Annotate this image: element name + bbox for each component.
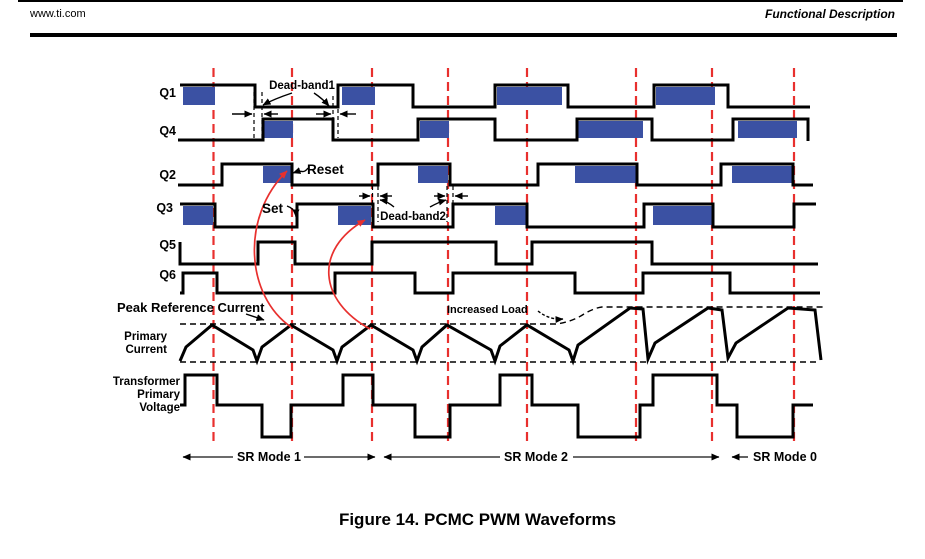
q1-waveform xyxy=(180,83,810,109)
conduction-interval-fill xyxy=(338,206,371,225)
peak-ref-pointer xyxy=(245,313,265,321)
reset-trace xyxy=(253,170,292,328)
primary-label-line2: Current xyxy=(125,344,167,356)
conduction-interval-fill xyxy=(732,166,792,183)
q5-waveform xyxy=(178,240,818,266)
figure-caption: Figure 14. PCMC PWM Waveforms xyxy=(338,510,617,529)
waves-layer xyxy=(178,83,823,439)
set-label: Set xyxy=(262,201,284,216)
transformer-voltage-waveform xyxy=(180,373,813,439)
grid-layer xyxy=(212,68,796,442)
conduction-interval-fill xyxy=(738,121,797,138)
sr-mode0-label: SR Mode 0 xyxy=(753,450,817,464)
page-top-rule xyxy=(18,0,903,2)
increased-load-label: Increased Load xyxy=(447,304,528,316)
conduction-interval-fill xyxy=(495,206,527,225)
conduction-interval-fill xyxy=(342,87,375,105)
deadband1-label: Dead-band1 xyxy=(269,80,335,92)
conduction-interval-fill xyxy=(263,121,293,138)
deadband1-connector-right xyxy=(313,92,330,107)
deadband2-connector-right xyxy=(429,198,447,208)
xfmr-label-line2: Primary xyxy=(137,389,180,401)
conduction-interval-fill xyxy=(497,87,562,105)
conduction-interval-fill xyxy=(577,121,643,138)
set-trace xyxy=(328,219,371,330)
q4-label: Q4 xyxy=(159,124,176,138)
deadband1-connector-left xyxy=(262,92,293,106)
conduction-interval-fill xyxy=(183,87,215,105)
conduction-interval-fill xyxy=(418,166,448,183)
conduction-interval-fill xyxy=(575,166,637,183)
primary-current-waveform xyxy=(178,306,823,366)
conduction-interval-fill xyxy=(263,166,292,183)
set-pointer xyxy=(286,205,300,218)
q6-waveform xyxy=(180,271,820,295)
conduction-interval-fill xyxy=(653,206,712,225)
fills-layer xyxy=(183,87,797,225)
increased-load-pointer xyxy=(537,310,564,324)
deadband2-connector-left xyxy=(379,197,395,208)
q6-label: Q6 xyxy=(159,268,176,282)
section-title: Functional Description xyxy=(764,7,895,21)
sr-mode1-label: SR Mode 1 xyxy=(237,450,301,464)
xfmr-label-line3: Voltage xyxy=(139,402,180,414)
q3-waveform xyxy=(180,202,816,229)
q4-waveform xyxy=(178,117,810,142)
conduction-interval-fill xyxy=(183,206,213,225)
q2-label: Q2 xyxy=(159,168,176,182)
xfmr-label-line1: Transformer xyxy=(113,376,181,388)
conduction-interval-fill xyxy=(656,87,715,105)
reset-label: Reset xyxy=(307,162,344,177)
reset-pointer xyxy=(292,167,309,174)
q2-waveform xyxy=(178,162,813,187)
header-rule xyxy=(30,33,897,37)
primary-label-line1: Primary xyxy=(124,331,167,343)
sr-mode2-label: SR Mode 2 xyxy=(504,450,568,464)
conduction-interval-fill xyxy=(420,121,449,138)
q1-label: Q1 xyxy=(159,86,176,100)
q5-label: Q5 xyxy=(159,238,176,252)
deadband2-label: Dead-band2 xyxy=(380,211,446,223)
site-url: www.ti.com xyxy=(30,8,86,20)
q3-label: Q3 xyxy=(156,201,173,215)
peak-ref-label: Peak Reference Current xyxy=(117,300,265,315)
